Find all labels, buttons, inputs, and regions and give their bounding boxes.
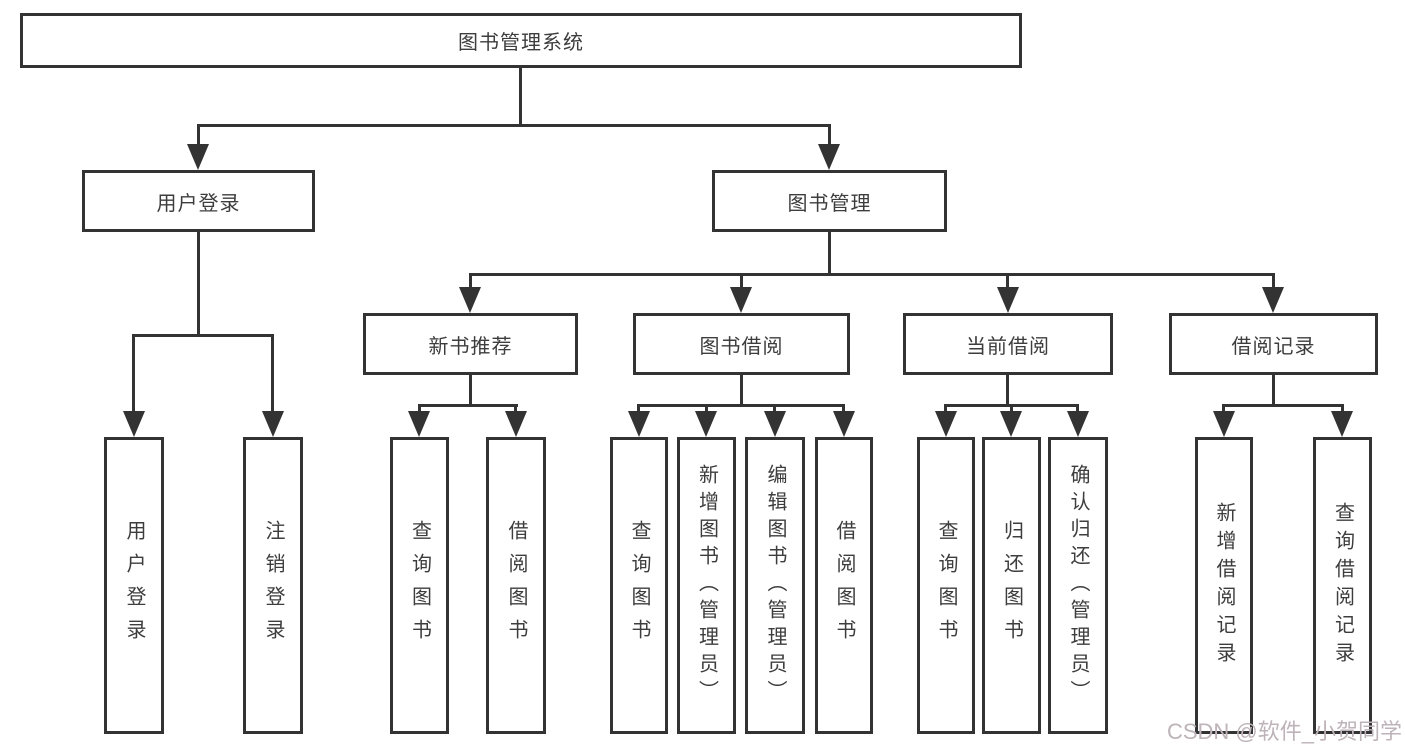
node-label: 注销登录 (262, 519, 284, 652)
node-label: 借阅图书 (833, 519, 855, 652)
leaf-query-books-borrowing: 查询图书 (610, 437, 668, 734)
arrowhead (262, 411, 284, 437)
connector (637, 404, 845, 407)
node-label: 确认归还（管理员） (1067, 464, 1089, 707)
leaf-logout: 注销登录 (243, 437, 303, 734)
node-label: 查询图书 (408, 519, 431, 652)
node-label: 新书推荐 (428, 335, 513, 358)
arrowhead (459, 287, 481, 313)
node-label: 图书借阅 (699, 335, 784, 358)
node-label: 新增借阅记录 (1213, 501, 1235, 670)
leaf-borrow-books-borrowing: 借阅图书 (815, 437, 873, 734)
connector (197, 124, 831, 127)
connector (705, 404, 708, 413)
connector (828, 232, 831, 275)
node-label: 当前借阅 (966, 335, 1050, 358)
connector (1006, 375, 1009, 406)
node-user-login: 用户登录 (82, 170, 315, 232)
connector (740, 375, 743, 406)
leaf-query-books-current: 查询图书 (917, 437, 975, 734)
connector (514, 404, 517, 413)
arrowhead (628, 411, 650, 437)
connector (828, 124, 831, 148)
arrowhead (833, 411, 855, 437)
arrowhead (1000, 411, 1022, 437)
leaf-user-login: 用户登录 (104, 437, 164, 734)
node-current-borrowing: 当前借阅 (903, 313, 1113, 375)
arrowhead (764, 411, 786, 437)
node-new-book-recommend: 新书推荐 (363, 313, 578, 375)
connector (197, 232, 200, 336)
arrowhead (408, 411, 430, 437)
connector (519, 68, 522, 126)
connector (132, 334, 274, 337)
node-label: 借阅图书 (505, 519, 527, 652)
connector (1222, 404, 1344, 407)
connector (1272, 375, 1275, 406)
node-label: 图书管理系统 (458, 32, 584, 54)
node-label: 查询图书 (628, 519, 650, 652)
connector (132, 334, 135, 414)
node-label: 查询借阅记录 (1331, 501, 1354, 670)
connector (469, 273, 1275, 276)
connector (271, 334, 274, 414)
node-label: 编辑图书（管理员） (764, 464, 786, 707)
connector (637, 404, 640, 413)
connector (418, 404, 421, 413)
connector (1272, 273, 1275, 289)
arrowhead (818, 144, 840, 170)
connector (469, 375, 472, 406)
node-label: 用户登录 (123, 519, 145, 652)
leaf-return-book: 归还图书 (982, 437, 1041, 734)
node-book-management: 图书管理 (712, 170, 947, 232)
node-label: 归还图书 (1000, 519, 1023, 652)
leaf-edit-book-admin: 编辑图书（管理员） (745, 437, 805, 734)
connector (1010, 404, 1013, 413)
connector (418, 404, 518, 407)
arrowhead (935, 411, 957, 437)
connector (842, 404, 845, 413)
arrowhead (730, 287, 752, 313)
connector (1076, 404, 1079, 413)
arrowhead (1331, 411, 1353, 437)
connector (1006, 273, 1009, 289)
connector (944, 404, 947, 413)
arrowhead (1262, 287, 1284, 313)
node-borrow-records: 借阅记录 (1169, 313, 1378, 375)
leaf-confirm-return-admin: 确认归还（管理员） (1048, 437, 1108, 734)
csdn-watermark: CSDN @软件_小贺同学 (1166, 719, 1402, 744)
node-label: 借阅记录 (1231, 335, 1316, 358)
arrowhead (505, 411, 527, 437)
arrowhead (997, 287, 1019, 313)
leaf-add-borrow-record: 新增借阅记录 (1195, 437, 1253, 734)
arrowhead (187, 144, 209, 170)
arrowhead (695, 411, 717, 437)
node-label: 用户登录 (156, 192, 241, 215)
arrowhead (1213, 411, 1235, 437)
leaf-query-borrow-record: 查询借阅记录 (1313, 437, 1372, 734)
arrowhead (1067, 411, 1089, 437)
connector (1341, 404, 1344, 413)
node-book-borrowing: 图书借阅 (633, 313, 850, 375)
leaf-add-book-admin: 新增图书（管理员） (677, 437, 736, 734)
node-library-system: 图书管理系统 (20, 13, 1022, 68)
connector (773, 404, 776, 413)
node-label: 图书管理 (787, 192, 872, 215)
node-label: 查询图书 (935, 519, 957, 652)
connector (469, 273, 472, 289)
connector (1222, 404, 1225, 413)
node-label: 新增图书（管理员） (695, 464, 718, 707)
connector (197, 124, 200, 148)
leaf-borrow-books-recommend: 借阅图书 (486, 437, 546, 734)
leaf-query-books-recommend: 查询图书 (390, 437, 449, 734)
arrowhead (123, 411, 145, 437)
connector (740, 273, 743, 289)
